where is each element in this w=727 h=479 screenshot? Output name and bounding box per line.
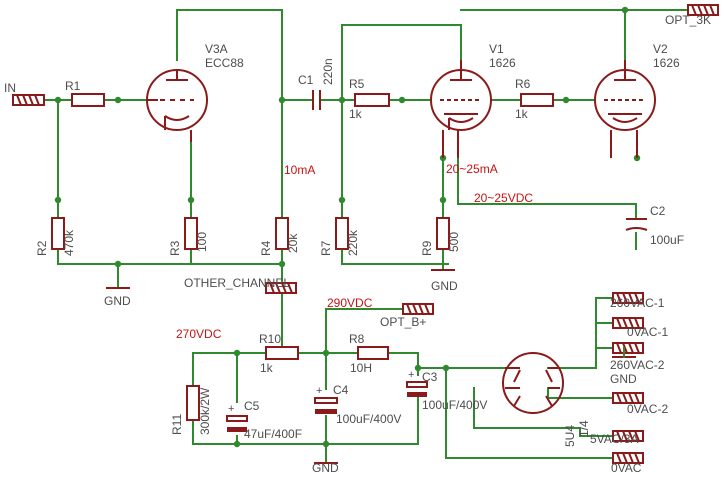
r6-value: 1k	[515, 107, 529, 121]
r1-ref: R1	[65, 79, 81, 93]
connector-optb-icon	[402, 303, 434, 315]
connector-opt3k-icon	[687, 4, 719, 16]
gnd-label-3: GND	[312, 461, 339, 475]
r10-value: 1k	[260, 361, 274, 375]
v1-ref: V1	[489, 42, 504, 56]
r9-ref: R9	[420, 240, 434, 256]
rect-ref: 5U4	[563, 425, 577, 447]
v3a-type: ECC88	[205, 56, 244, 70]
gnd-label-1: GND	[104, 294, 131, 308]
v3a-ref: V3A	[205, 42, 228, 56]
resistor-r10	[265, 346, 299, 360]
c2-ref: C2	[650, 204, 666, 218]
resistor-r6	[520, 93, 554, 107]
component-labels: V3A ECC88 V1 1626 V2 1626 5U4 1/4 R1 R2 …	[4, 13, 711, 475]
resistor-r5	[354, 93, 390, 107]
connector-0vac-label: 0VAC	[611, 461, 642, 475]
svg-text:+: +	[408, 369, 414, 381]
r11-value: 300k/2W	[198, 387, 212, 435]
connector-in-label: IN	[4, 81, 16, 95]
v2-type: 1626	[653, 56, 680, 70]
c1-value: 220n	[321, 58, 335, 85]
r5-value: 1k	[349, 107, 363, 121]
resistor-r7	[335, 217, 349, 250]
resistor-r3	[184, 217, 198, 250]
r3-value: 100	[195, 232, 209, 252]
annotation-270vdc: 270VDC	[176, 327, 222, 341]
connector-260vac2-label: 260VAC-2	[610, 358, 665, 372]
resistor-r1	[71, 93, 105, 107]
annotation-10ma: 10mA	[284, 163, 315, 177]
r2-value: 470k	[62, 229, 76, 256]
connector-5vac-label: 5VAC/3A	[590, 432, 638, 446]
svg-text:+: +	[228, 403, 234, 415]
capacitor-c3	[406, 381, 428, 397]
tube-v2	[594, 60, 656, 158]
tube-v1	[430, 60, 492, 158]
connectors	[12, 4, 719, 464]
connector-vac-icons	[612, 292, 644, 464]
resistor-r11	[186, 385, 200, 421]
r7-value: 220k	[346, 229, 360, 256]
capacitor-c5	[226, 415, 248, 432]
r6-ref: R6	[515, 77, 531, 91]
connector-0vac1-label: 0VAC-1	[627, 325, 668, 339]
resistors	[51, 93, 554, 421]
resistor-r2	[51, 217, 65, 250]
resistor-r9	[436, 217, 450, 250]
r9-value: 500	[447, 232, 461, 252]
connector-in-icon	[12, 94, 45, 106]
connector-opt3k-label: OPT_3K	[665, 13, 711, 27]
junctions	[54, 6, 641, 448]
r8-ref: R8	[349, 332, 365, 346]
annotations: 10mA 20~25mA 20~25VDC 290VDC 270VDC	[176, 162, 533, 341]
capacitor-c2	[625, 218, 648, 231]
r3-ref: R3	[168, 240, 182, 256]
c1-ref: C1	[298, 73, 314, 87]
c5-ref: C5	[244, 399, 260, 413]
tube-v3a	[146, 69, 208, 142]
c3-ref: C3	[422, 370, 438, 384]
c3-value: 100uF/400V	[422, 398, 487, 412]
svg-text:+: +	[316, 385, 322, 397]
resistor-r8	[357, 346, 389, 360]
rect-pin: 1/4	[577, 420, 591, 437]
capacitor-c4	[314, 397, 338, 414]
c5-value: 47uF/400F	[244, 427, 302, 441]
c4-ref: C4	[333, 383, 349, 397]
r5-ref: R5	[349, 77, 365, 91]
connector-260vac1-label: 260VAC-1	[610, 296, 665, 310]
r10-ref: R10	[259, 332, 281, 346]
annotation-20-25ma: 20~25mA	[446, 162, 498, 176]
tube-rectifier	[502, 352, 564, 414]
connector-optb-label: OPT_B+	[380, 315, 426, 329]
r2-ref: R2	[35, 240, 49, 256]
annotation-290vdc: 290VDC	[327, 296, 373, 310]
polarity-marks: + + +	[228, 369, 414, 415]
resistor-r4	[275, 217, 289, 250]
v2-ref: V2	[653, 42, 668, 56]
wires	[43, 9, 689, 464]
connector-other-channel-label: OTHER_CHANNEL	[184, 276, 290, 290]
ground-symbols	[106, 269, 636, 464]
r11-ref: R11	[170, 414, 184, 435]
c2-value: 100uF	[650, 233, 684, 247]
v1-type: 1626	[489, 56, 516, 70]
capacitor-c1	[312, 90, 321, 110]
gnd-label-4: GND	[610, 372, 637, 386]
gnd-label-2: GND	[431, 279, 458, 293]
connector-other-channel-icon	[265, 282, 297, 294]
r7-ref: R7	[319, 240, 333, 256]
r4-ref: R4	[259, 240, 273, 256]
connector-0vac2-label: 0VAC-2	[627, 402, 668, 416]
c4-value: 100uF/400V	[336, 412, 401, 426]
r8-value: 10H	[350, 361, 372, 375]
annotation-20-25vdc: 20~25VDC	[474, 191, 533, 205]
r4-value: 20k	[286, 233, 300, 253]
